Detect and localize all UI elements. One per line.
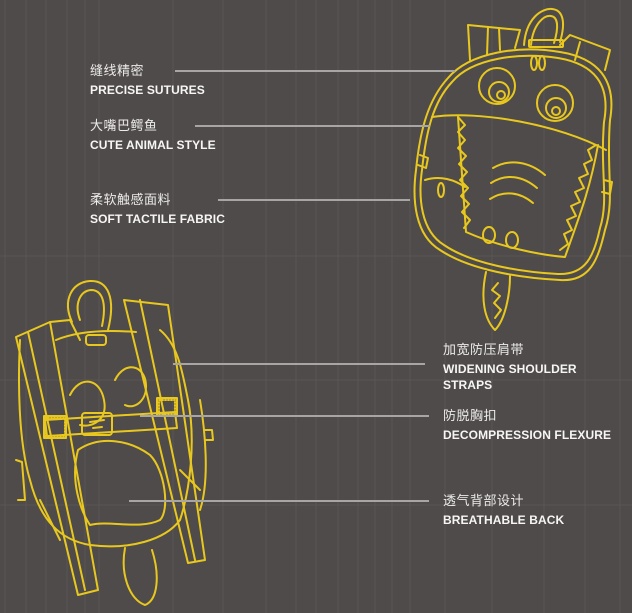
feature-label-cn: 透气背部设计 <box>443 493 525 508</box>
feature-label-en: BREATHABLE BACK <box>443 513 565 527</box>
feature-label-en: CUTE ANIMAL STYLE <box>90 138 216 152</box>
feature-precise-sutures: 缝线精密 PRECISE SUTURES <box>90 63 205 98</box>
feature-soft-tactile-fabric: 柔软触感面料 SOFT TACTILE FABRIC <box>90 192 225 227</box>
feature-label-en: PRECISE SUTURES <box>90 83 205 97</box>
feature-label-en: SOFT TACTILE FABRIC <box>90 212 226 226</box>
feature-label-en-continued: STRAPS <box>443 378 493 392</box>
feature-label-cn: 柔软触感面料 <box>90 192 172 207</box>
feature-widening-shoulder-straps: 加宽防压肩带 WIDENING SHOULDER STRAPS <box>443 342 577 393</box>
feature-decompression-flexure: 防脱胸扣 DECOMPRESSION FLEXURE <box>443 408 611 443</box>
feature-label-en: WIDENING SHOULDER <box>443 362 577 376</box>
feature-label-cn: 加宽防压肩带 <box>443 342 525 357</box>
feature-breathable-back: 透气背部设计 BREATHABLE BACK <box>443 493 564 528</box>
feature-label-en: DECOMPRESSION FLEXURE <box>443 428 612 442</box>
feature-cute-animal-style: 大嘴巴鳄鱼 CUTE ANIMAL STYLE <box>90 118 216 153</box>
feature-label-cn: 缝线精密 <box>90 63 145 78</box>
feature-label-cn: 大嘴巴鳄鱼 <box>90 118 158 133</box>
feature-label-cn: 防脱胸扣 <box>443 408 498 423</box>
